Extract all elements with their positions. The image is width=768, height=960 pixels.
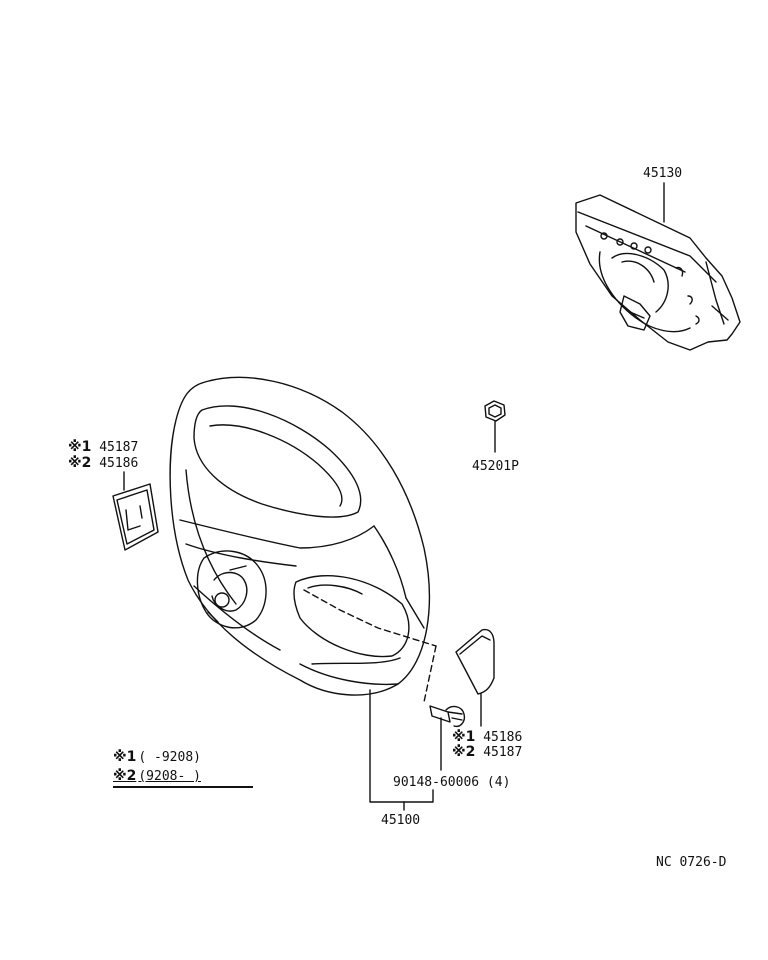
variant-mark-1: ※1 [452,729,476,745]
drawing-code: NC 0726-D [656,855,727,870]
part-number-left-cover-1: 45187 [99,440,139,455]
left-cover-label-2: ※2 45186 [68,455,139,472]
horn-pad-drawing [575,194,741,351]
legend-mark-1: ※1 [113,749,137,765]
legend-underline [113,786,253,788]
right-cover-drawing [455,628,495,727]
part-number-bolt: 90148-60006 (4) [393,775,511,790]
left-cover-drawing [112,471,159,551]
dashed-alignment-lines [303,589,437,703]
variant-mark-2: ※2 [68,455,92,471]
part-number-right-cover-1: 45186 [483,730,523,745]
right-cover-label-2: ※2 45187 [452,744,523,761]
variant-mark-1: ※1 [68,439,92,455]
legend-row-2: ※2 (9208- ) [113,767,253,786]
bolt-drawing [429,705,466,771]
left-cover-label-1: ※1 45187 [68,439,139,456]
legend-range-2: (9208- ) [138,769,201,784]
legend-row-1: ※1 ( -9208) [113,748,253,767]
part-number-right-cover-2: 45187 [483,745,523,760]
variant-mark-2: ※2 [452,744,476,760]
part-number-horn-pad: 45130 [643,166,683,181]
part-number-steering-wheel: 45100 [381,813,421,828]
part-number-nut: 45201P [472,459,519,474]
legend-range-1: ( -9208) [138,750,201,765]
legend-mark-2: ※2 [113,768,137,784]
right-cover-label-1: ※1 45186 [452,729,523,746]
part-number-left-cover-2: 45186 [99,456,139,471]
nut-drawing [484,400,506,453]
steering-wheel-drawing [169,376,431,696]
variant-legend: ※1 ( -9208) ※2 (9208- ) [113,748,253,786]
